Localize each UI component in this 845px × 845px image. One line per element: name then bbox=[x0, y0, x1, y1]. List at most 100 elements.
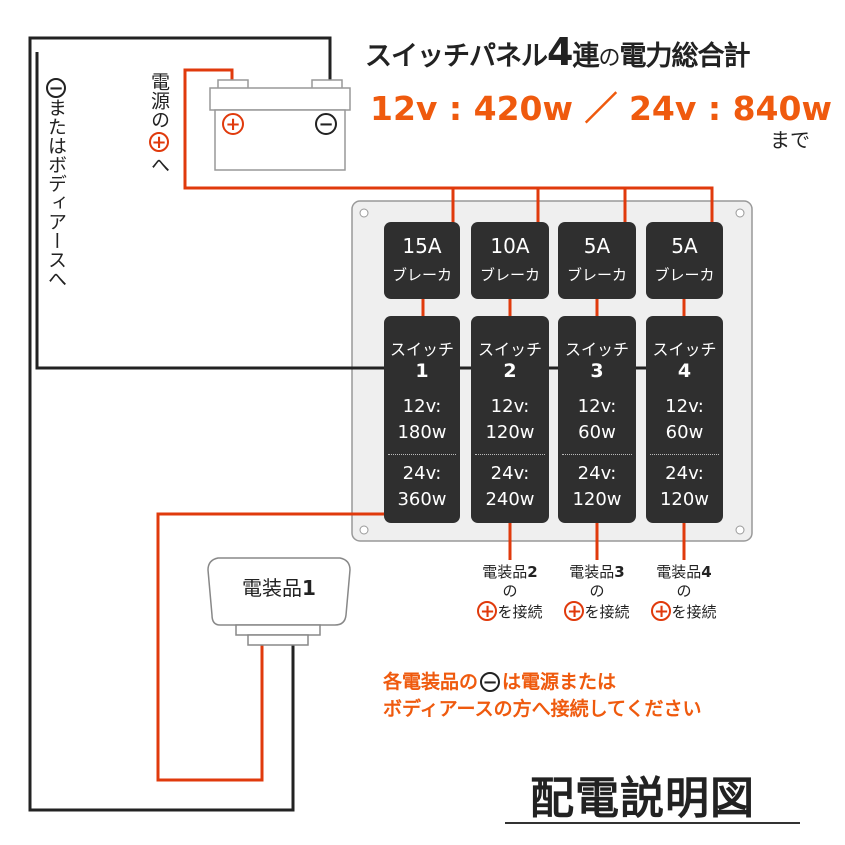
breaker-amp: 5A bbox=[671, 234, 698, 258]
battery-label-text: 電源の bbox=[148, 72, 170, 129]
voltage-24v: 24v: bbox=[665, 463, 704, 484]
device-connect-text: を接続 bbox=[584, 603, 630, 621]
divider bbox=[475, 454, 545, 455]
voltage-24v: 24v: bbox=[577, 463, 617, 484]
voltage-24v: 24v: bbox=[490, 463, 530, 484]
minus-icon: − bbox=[46, 78, 66, 98]
device1-wire bbox=[156, 512, 395, 782]
device-number: 1 bbox=[302, 576, 316, 600]
breaker-label: ブレーカ bbox=[566, 266, 627, 284]
device-particle: の bbox=[502, 582, 518, 600]
watt-24v: 120w bbox=[572, 489, 622, 510]
battery-negative-terminal-icon: − bbox=[315, 113, 337, 135]
breaker-2[interactable]: 10A ブレーカ bbox=[471, 222, 549, 299]
switch-number: 4 bbox=[677, 360, 692, 382]
breaker-label: ブレーカ bbox=[391, 266, 452, 284]
device1-connector-icon bbox=[207, 557, 351, 646]
panel-screw bbox=[359, 525, 369, 535]
spec-suffix: まで bbox=[770, 128, 810, 152]
switch-number: 1 bbox=[415, 360, 429, 382]
watt-24v: 240w bbox=[485, 489, 535, 510]
plus-icon: + bbox=[651, 601, 672, 621]
watt-12v: 60w bbox=[665, 422, 704, 443]
power-spec: 12v : 420w ／ 24v : 840w bbox=[370, 89, 832, 128]
ground-wire-battery bbox=[28, 36, 332, 812]
device-name: 電装品 bbox=[656, 563, 702, 581]
plus-icon: + bbox=[477, 601, 498, 621]
title-number: 4 bbox=[547, 30, 573, 74]
device-number: 3 bbox=[614, 563, 625, 581]
switch-label: スイッチ bbox=[477, 340, 542, 359]
breaker-3[interactable]: 5A ブレーカ bbox=[558, 222, 636, 299]
positive-wires bbox=[156, 68, 714, 782]
watt-24v: 120w bbox=[659, 489, 710, 510]
ground-label: −またはボディアースへ bbox=[45, 78, 67, 288]
plus-icon: + bbox=[149, 132, 169, 152]
ground-note: 各電装品の−は電源または ボディアースの方へ接続してください bbox=[383, 669, 701, 723]
title-unit: 連 bbox=[572, 41, 599, 72]
watt-24v: 360w bbox=[397, 489, 447, 510]
device-number: 2 bbox=[527, 563, 538, 581]
battery-positive-bus bbox=[183, 68, 714, 225]
device-particle: の bbox=[589, 582, 605, 600]
breaker-4[interactable]: 5A ブレーカ bbox=[646, 222, 723, 299]
switch-number: 3 bbox=[590, 360, 604, 382]
device-particle: の bbox=[676, 582, 692, 600]
switch-1[interactable]: スイッチ 1 12v: 180w 24v: 360w bbox=[384, 316, 460, 523]
switch-label: スイッチ bbox=[652, 340, 717, 359]
battery-positive-terminal-icon: + bbox=[222, 113, 244, 135]
battery-icon bbox=[209, 79, 351, 171]
device-4-label: 電装品4 の +を接続 bbox=[644, 563, 724, 622]
switch-number: 2 bbox=[503, 360, 517, 382]
device-name: 電装品 bbox=[482, 563, 528, 581]
watt-12v: 120w bbox=[485, 422, 535, 443]
ground-label-text: またはボディアースへ bbox=[45, 98, 67, 288]
ground-wire-switch bbox=[35, 52, 395, 370]
device-connect-text: を接続 bbox=[497, 603, 543, 621]
switch-2[interactable]: スイッチ 2 12v: 120w 24v: 240w bbox=[471, 316, 549, 523]
device-1-label: 電装品1 bbox=[214, 572, 344, 601]
voltage-12v: 12v: bbox=[490, 396, 530, 417]
breaker-label: ブレーカ bbox=[479, 266, 540, 284]
note-text: は電源または bbox=[502, 671, 617, 693]
device-3-label: 電装品3 の +を接続 bbox=[557, 563, 637, 622]
voltage-12v: 12v: bbox=[665, 396, 704, 417]
title-total: 電力総合計 bbox=[619, 41, 750, 72]
device-name: 電装品 bbox=[242, 576, 303, 600]
minus-icon: − bbox=[480, 672, 501, 692]
watt-12v: 180w bbox=[397, 422, 447, 443]
voltage-12v: 12v: bbox=[402, 396, 442, 417]
breaker-amp: 15A bbox=[402, 234, 442, 258]
divider bbox=[388, 454, 456, 455]
breaker-label: ブレーカ bbox=[654, 266, 715, 284]
device-name: 電装品 bbox=[569, 563, 615, 581]
divider bbox=[562, 454, 632, 455]
divider bbox=[650, 454, 719, 455]
switch-3[interactable]: スイッチ 3 12v: 60w 24v: 120w bbox=[558, 316, 636, 523]
breaker-1[interactable]: 15A ブレーカ bbox=[384, 222, 460, 299]
panel-screw bbox=[359, 208, 369, 218]
diagram-title: 配電説明図 bbox=[530, 773, 755, 824]
battery-positive-label: 電源の + へ bbox=[148, 72, 170, 174]
device-connect-text: を接続 bbox=[671, 603, 717, 621]
switch-label: スイッチ bbox=[564, 340, 629, 359]
title-underline bbox=[505, 822, 800, 824]
voltage-12v: 12v: bbox=[577, 396, 617, 417]
title-particle: の bbox=[598, 46, 620, 71]
breaker-amp: 10A bbox=[490, 234, 530, 258]
note-text: ボディアースの方へ接続してください bbox=[383, 698, 702, 720]
breaker-amp: 5A bbox=[583, 234, 611, 258]
device-2-label: 電装品2 の +を接続 bbox=[470, 563, 550, 622]
title-text: スイッチパネル bbox=[365, 41, 548, 72]
panel-screw bbox=[735, 525, 745, 535]
plus-icon: + bbox=[564, 601, 585, 621]
battery-label-suffix: へ bbox=[148, 155, 170, 174]
switch-4[interactable]: スイッチ 4 12v: 60w 24v: 120w bbox=[646, 316, 723, 523]
device-number: 4 bbox=[701, 563, 712, 581]
note-text: 各電装品の bbox=[383, 671, 479, 693]
watt-12v: 60w bbox=[578, 422, 616, 443]
panel-screw bbox=[735, 208, 745, 218]
voltage-24v: 24v: bbox=[402, 463, 442, 484]
panel-title: スイッチパネル4連の電力総合計 bbox=[365, 30, 750, 74]
switch-label: スイッチ bbox=[389, 340, 454, 359]
